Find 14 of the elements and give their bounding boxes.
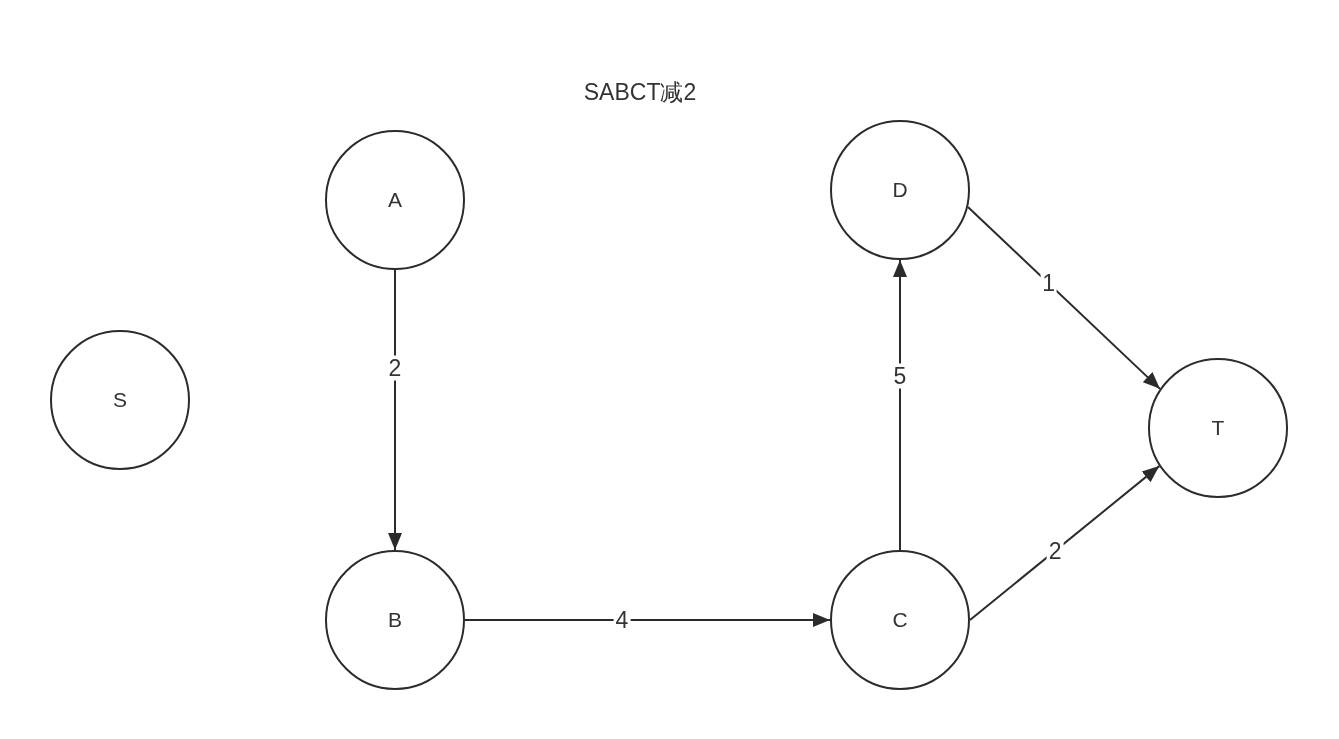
node-label: A: [388, 188, 402, 212]
node-label: C: [892, 608, 908, 632]
arrow: [966, 205, 1161, 390]
node-label: T: [1211, 416, 1225, 440]
node-label: B: [388, 608, 402, 632]
edge-label: 2: [386, 355, 404, 381]
arrow: [464, 613, 831, 627]
diagram-title: SABCT减2: [583, 77, 697, 107]
edge-label: 5: [891, 363, 909, 389]
arrow: [969, 465, 1161, 621]
arrow: [893, 259, 907, 551]
arrow: [388, 269, 402, 551]
node-label: S: [113, 388, 127, 412]
node-label: D: [892, 178, 908, 202]
